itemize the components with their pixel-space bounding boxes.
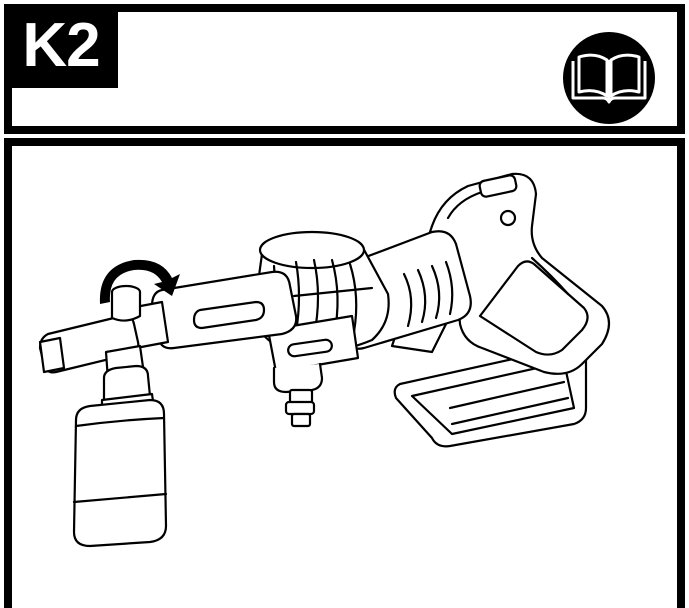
lance-barrel bbox=[128, 270, 298, 350]
pressure-washer-illustration bbox=[38, 172, 611, 548]
step-label: K2 bbox=[4, 4, 118, 88]
foam-bottle bbox=[72, 344, 168, 548]
illustration-area bbox=[4, 138, 685, 608]
nozzle bbox=[38, 284, 142, 374]
rotate-clockwise-arrow-icon bbox=[99, 259, 180, 304]
step-header: K2 bbox=[4, 4, 685, 134]
handle bbox=[390, 172, 611, 375]
read-manual-book-icon bbox=[563, 32, 655, 124]
